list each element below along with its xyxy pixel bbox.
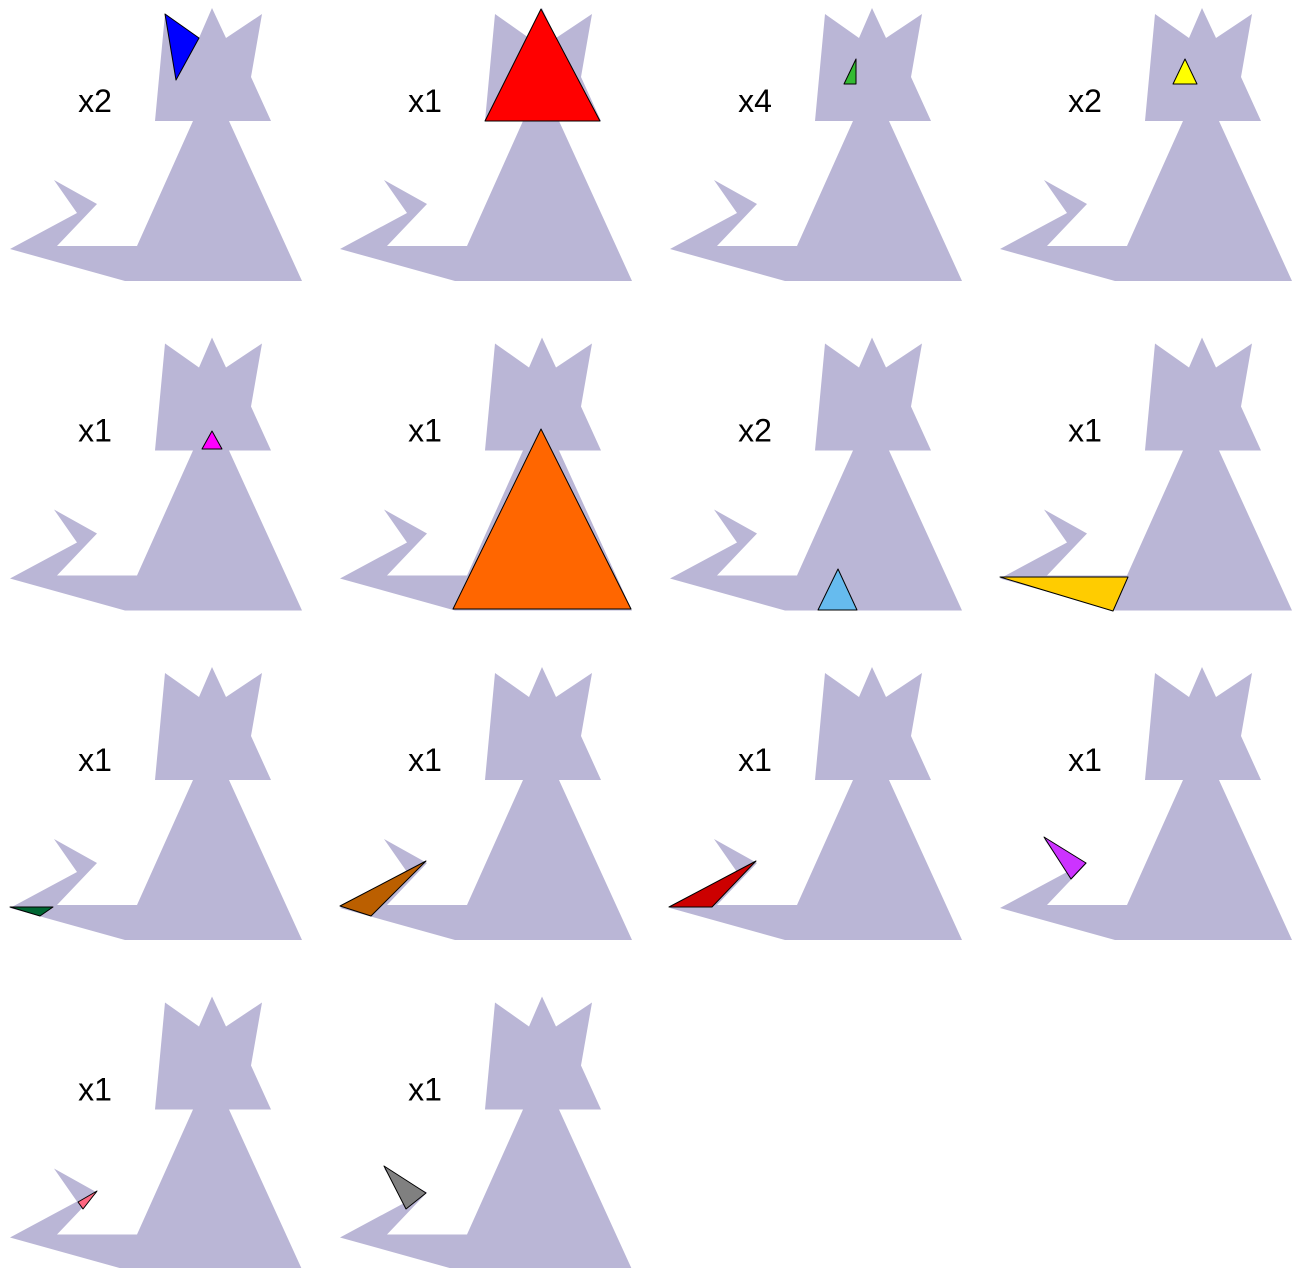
cat-silhouette: [10, 338, 302, 611]
panel-9: x1: [10, 667, 302, 940]
gold-triangle: [1000, 577, 1128, 611]
panel-14: x1: [340, 997, 632, 1268]
piece-count-label: x1: [78, 413, 112, 449]
piece-count-label: x2: [738, 413, 772, 449]
piece-count-label: x4: [738, 83, 772, 119]
panel-5: x1: [10, 338, 302, 611]
panel-10: x1: [340, 667, 632, 940]
panel-13: x1: [10, 997, 302, 1268]
panel-7: x2: [670, 338, 962, 611]
piece-count-label: x1: [78, 1072, 112, 1108]
orange-triangle: [453, 429, 631, 609]
panel-3: x4: [670, 8, 962, 281]
gray-triangle: [384, 1166, 426, 1209]
piece-count-label: x1: [1068, 742, 1102, 778]
piece-count-label: x2: [78, 83, 112, 119]
panel-8: x1: [1000, 338, 1292, 612]
violet-triangle: [1044, 837, 1086, 879]
piece-count-label: x2: [1068, 83, 1102, 119]
cat-silhouette: [340, 8, 632, 281]
cat-silhouette: [10, 997, 302, 1268]
panel-4: x2: [1000, 8, 1292, 281]
cat-silhouette: [670, 338, 962, 611]
panel-11: x1: [669, 667, 962, 940]
piece-count-label: x1: [408, 83, 442, 119]
piece-count-label: x1: [738, 742, 772, 778]
cat-silhouette: [1000, 338, 1292, 611]
panel-6: x1: [340, 338, 632, 611]
piece-count-label: x1: [408, 413, 442, 449]
cat-silhouette: [10, 667, 302, 940]
crimson-triangle: [669, 861, 756, 907]
piece-count-label: x1: [408, 742, 442, 778]
cat-silhouette: [670, 8, 962, 281]
cat-silhouette: [10, 8, 302, 281]
piece-count-label: x1: [408, 1072, 442, 1108]
cat-silhouette: [340, 997, 632, 1268]
panel-2: x1: [340, 8, 632, 281]
piece-count-label: x1: [1068, 413, 1102, 449]
piece-count-label: x1: [78, 742, 112, 778]
cat-silhouette: [1000, 8, 1292, 281]
cat-silhouette: [1000, 667, 1292, 940]
panel-12: x1: [1000, 667, 1292, 940]
panel-1: x2: [10, 8, 302, 281]
